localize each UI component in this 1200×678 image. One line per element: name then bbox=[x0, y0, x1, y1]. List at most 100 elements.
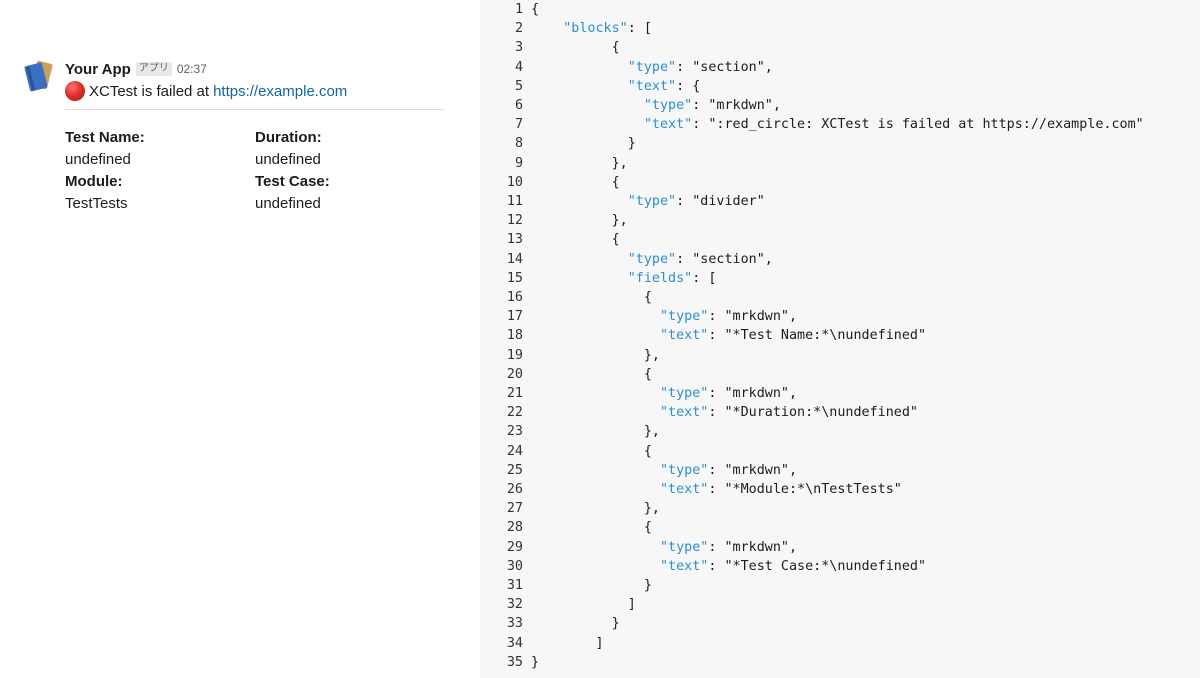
indent bbox=[531, 21, 563, 36]
json-value: }, bbox=[643, 347, 660, 363]
code-text: ] bbox=[523, 634, 604, 653]
code-line[interactable]: 9 }, bbox=[480, 154, 628, 173]
json-value: : "*Test Case:*\nundefined" bbox=[708, 558, 927, 574]
code-text: { bbox=[523, 365, 652, 384]
field-value: TestTests bbox=[65, 195, 128, 212]
line-number: 7 bbox=[514, 117, 523, 133]
indent bbox=[531, 271, 628, 286]
code-line[interactable]: 15 "fields": [ bbox=[480, 269, 717, 288]
code-line[interactable]: 5 "text": { bbox=[480, 77, 700, 96]
code-line[interactable]: 1{ bbox=[480, 0, 539, 19]
indent bbox=[531, 559, 660, 574]
code-line[interactable]: 31 } bbox=[480, 576, 652, 595]
line-number: 24 bbox=[506, 443, 523, 459]
json-value: : "mrkdwn", bbox=[708, 386, 798, 401]
code-line[interactable]: 11 "type": "divider" bbox=[480, 192, 765, 211]
json-value: { bbox=[643, 366, 652, 382]
code-line[interactable]: 32 ] bbox=[480, 595, 636, 614]
message-link[interactable]: https://example.com bbox=[213, 82, 348, 100]
line-number: 19 bbox=[506, 347, 523, 363]
code-line[interactable]: 3 { bbox=[480, 38, 620, 57]
indent bbox=[531, 597, 628, 612]
line-number: 23 bbox=[506, 424, 523, 440]
json-value: { bbox=[611, 174, 620, 190]
json-key: "text" bbox=[660, 328, 709, 344]
code-text: { bbox=[523, 173, 620, 192]
line-number: 14 bbox=[506, 251, 523, 267]
indent bbox=[531, 213, 612, 228]
indent bbox=[531, 328, 660, 343]
code-text: "type": "section", bbox=[523, 250, 773, 269]
json-key: "type" bbox=[660, 309, 709, 325]
line-number: 5 bbox=[514, 78, 523, 94]
code-text: }, bbox=[523, 422, 660, 441]
code-line[interactable]: 8 } bbox=[480, 134, 636, 153]
json-code-panel[interactable]: 1{2 "blocks": [3 {4 "type": "section",5 … bbox=[480, 0, 1200, 678]
code-line[interactable]: 35} bbox=[480, 653, 539, 672]
json-value: : "mrkdwn", bbox=[692, 98, 781, 113]
code-line[interactable]: 12 }, bbox=[480, 211, 628, 230]
code-line[interactable]: 7 "text": ":red_circle: XCTest is failed… bbox=[480, 115, 1144, 134]
code-text: } bbox=[523, 134, 636, 153]
line-number: 35 bbox=[506, 654, 523, 670]
code-line[interactable]: 20 { bbox=[480, 365, 652, 384]
line-number: 29 bbox=[506, 539, 523, 555]
indent bbox=[531, 232, 612, 247]
message-header: Your App アプリ 02:37 bbox=[65, 60, 207, 78]
json-value: { bbox=[643, 520, 652, 536]
json-key: "type" bbox=[627, 251, 677, 267]
line-number: 28 bbox=[506, 520, 523, 536]
app-name[interactable]: Your App bbox=[65, 60, 131, 78]
json-value: { bbox=[643, 443, 652, 459]
code-line[interactable]: 2 "blocks": [ bbox=[480, 19, 652, 38]
code-text: { bbox=[523, 288, 652, 307]
indent bbox=[531, 79, 628, 94]
code-line[interactable]: 16 { bbox=[480, 288, 652, 307]
code-text: "type": "mrkdwn", bbox=[523, 461, 797, 480]
code-line[interactable]: 25 "type": "mrkdwn", bbox=[480, 461, 797, 480]
code-text: { bbox=[523, 518, 652, 537]
line-number: 20 bbox=[506, 366, 523, 382]
json-key: "fields" bbox=[627, 270, 693, 286]
indent bbox=[531, 156, 612, 171]
indent bbox=[531, 348, 644, 363]
code-line[interactable]: 26 "text": "*Module:*\nTestTests" bbox=[480, 480, 902, 499]
code-line[interactable]: 24 { bbox=[480, 442, 652, 461]
indent bbox=[531, 482, 660, 497]
code-text: }, bbox=[523, 211, 628, 230]
json-value: : "*Duration:*\nundefined" bbox=[708, 405, 918, 421]
code-line[interactable]: 22 "text": "*Duration:*\nundefined" bbox=[480, 403, 918, 422]
code-text: } bbox=[523, 614, 620, 633]
code-line[interactable]: 33 } bbox=[480, 614, 620, 633]
code-line[interactable]: 27 }, bbox=[480, 499, 660, 518]
code-line[interactable]: 29 "type": "mrkdwn", bbox=[480, 538, 797, 557]
code-line[interactable]: 4 "type": "section", bbox=[480, 58, 773, 77]
field-test-name: Test Name: undefined bbox=[65, 128, 145, 170]
indent bbox=[531, 520, 644, 535]
code-line[interactable]: 6 "type": "mrkdwn", bbox=[480, 96, 781, 115]
code-line[interactable]: 13 { bbox=[480, 230, 620, 249]
json-key: "text" bbox=[627, 78, 677, 94]
json-value: : ":red_circle: XCTest is failed at http… bbox=[692, 117, 1144, 133]
json-value: : "mrkdwn", bbox=[708, 462, 798, 478]
indent bbox=[531, 194, 628, 209]
line-number: 6 bbox=[514, 98, 523, 113]
code-line[interactable]: 21 "type": "mrkdwn", bbox=[480, 384, 797, 403]
code-line[interactable]: 10 { bbox=[480, 173, 620, 192]
line-number: 13 bbox=[506, 232, 523, 248]
code-line[interactable]: 28 { bbox=[480, 518, 652, 537]
code-line[interactable]: 18 "text": "*Test Name:*\nundefined" bbox=[480, 326, 926, 345]
code-text: "type": "mrkdwn", bbox=[523, 538, 797, 557]
app-avatar[interactable] bbox=[24, 59, 54, 92]
message-timestamp[interactable]: 02:37 bbox=[176, 62, 207, 76]
code-line[interactable]: 23 }, bbox=[480, 422, 660, 441]
code-text: "text": "*Test Name:*\nundefined" bbox=[523, 326, 926, 345]
book-icon bbox=[24, 60, 53, 92]
line-number: 15 bbox=[506, 270, 523, 286]
code-line[interactable]: 19 }, bbox=[480, 346, 660, 365]
code-line[interactable]: 14 "type": "section", bbox=[480, 250, 773, 269]
code-line[interactable]: 34 ] bbox=[480, 634, 604, 653]
code-line[interactable]: 17 "type": "mrkdwn", bbox=[480, 307, 797, 326]
code-line[interactable]: 30 "text": "*Test Case:*\nundefined" bbox=[480, 557, 926, 576]
code-text: "text": "*Test Case:*\nundefined" bbox=[523, 557, 926, 576]
